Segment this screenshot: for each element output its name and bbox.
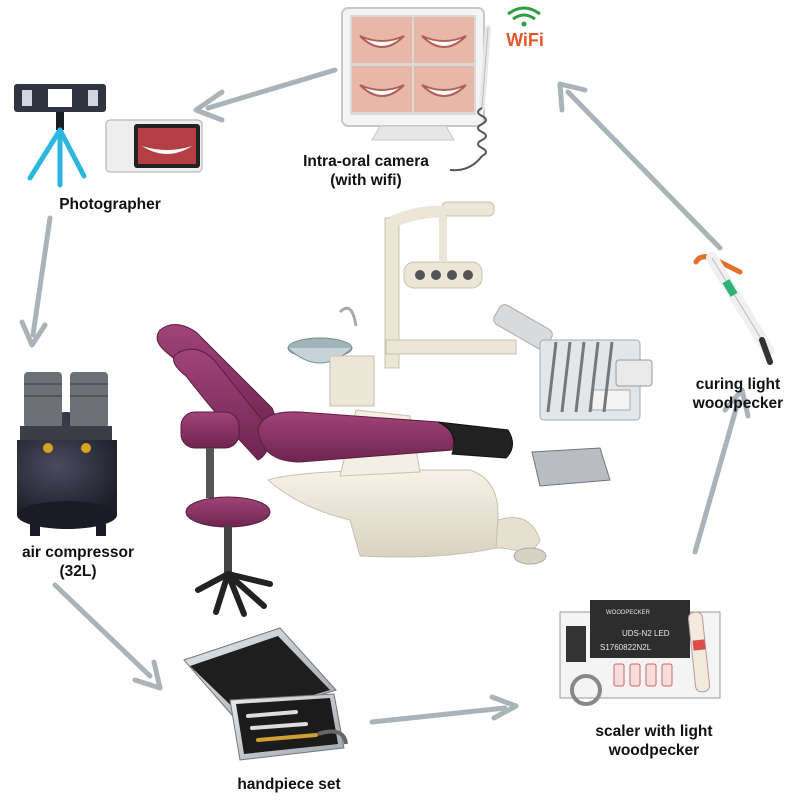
smile-tile [352,17,412,63]
photographer-image [14,84,203,188]
intraoral-camera-label-line2: (with wifi) [330,172,402,189]
scaler-box-model: UDS-N2 LED [622,629,670,638]
scaler-box-serial: S1760822N2L [600,643,652,652]
handpiece-set-image [183,627,348,761]
arrow-handpiece-to-scaler [369,694,519,725]
curing-light-label-line2: woodpecker [692,395,784,412]
smile-tile [414,66,474,112]
wifi-icon [507,6,541,27]
handpiece-set-label-line1: handpiece set [237,776,341,793]
curing-light-image [693,252,774,365]
air-compressor-label: air compressor (32L) [0,543,156,581]
photographer-label: Photographer [40,195,180,214]
arrow-camera-to-photographer [193,67,338,123]
curing-light-label-line1: curing light [695,376,781,393]
intraoral-camera-image [341,7,491,172]
arrow-curing-light-to-camera [557,81,723,251]
arrow-compressor-to-handpiece [52,582,163,691]
air-compressor-label-line1: air compressor [22,544,134,561]
wifi-badge: WiFi [506,30,544,50]
intraoral-camera-label-line1: Intra-oral camera [303,153,429,170]
scaler-label-line1: scaler with light [595,723,713,740]
intraoral-camera-label: Intra-oral camera (with wifi) [282,152,450,190]
air-compressor-label-line2: (32L) [59,563,97,580]
arrow-scaler-to-curing-light [692,387,751,555]
dental-chair-image [156,201,653,617]
photographer-label-line1: Photographer [59,196,161,213]
scaler-image: WOODPECKER UDS-N2 LED S1760822N2L [559,600,721,706]
scaler-label: scaler with light woodpecker [566,722,742,760]
air-compressor-image [17,372,117,536]
scaler-box-brand: WOODPECKER [606,610,651,616]
smile-tile [352,66,412,112]
smile-tile [414,17,474,63]
handpiece-set-label: handpiece set [224,775,354,794]
curing-light-label: curing light woodpecker [676,375,800,413]
scaler-label-line2: woodpecker [608,742,700,759]
arrow-photographer-to-compressor [19,215,53,348]
